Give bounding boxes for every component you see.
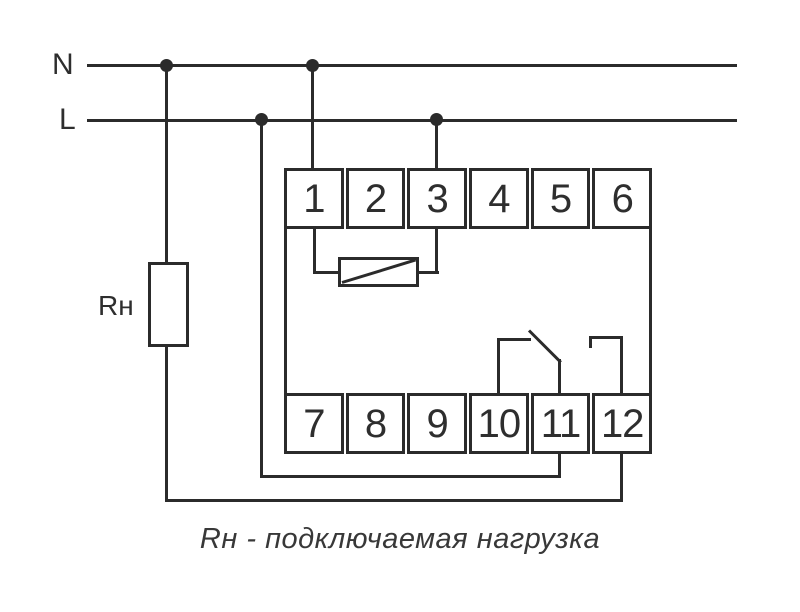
terminal-5: 5	[530, 168, 591, 229]
wire-coil-to-terminal3	[435, 227, 438, 273]
contact-terminal11-pole	[558, 359, 561, 395]
contact-terminal10-riser	[497, 339, 500, 395]
junction-dot-l-terminal11	[255, 113, 268, 126]
terminal-1: 1	[284, 168, 344, 229]
wire-terminal11-down	[558, 451, 561, 478]
terminal-9: 9	[407, 393, 468, 454]
wire-n-to-terminal1	[311, 65, 314, 171]
wire-terminal11-to-phase	[260, 475, 561, 478]
wire-terminal1-to-coil	[313, 227, 316, 273]
wire-n-to-load-top	[165, 65, 168, 264]
load-resistor-label: Rн	[98, 290, 134, 321]
contact-terminal12-hook	[589, 336, 592, 348]
terminal-row-bottom: 7 8 9 10 11 12	[284, 393, 653, 454]
contact-blade-diagonal	[527, 329, 562, 364]
terminal-2: 2	[345, 168, 406, 229]
wire-l-down	[260, 120, 263, 478]
neutral-line-label: N	[52, 48, 74, 81]
device-case-left-edge	[284, 168, 287, 454]
load-resistor	[148, 262, 189, 347]
wire-coil-left-stub	[313, 271, 341, 274]
diagram-caption: Rн - подключаемая нагрузка	[199, 523, 601, 555]
contact-terminal10-fixed	[497, 338, 531, 341]
junction-dot-l-terminal3	[430, 113, 443, 126]
wire-l-to-terminal3	[435, 120, 438, 172]
wire-load-bottom	[165, 345, 168, 502]
terminal-11: 11	[530, 393, 591, 454]
contact-terminal12-fixed	[589, 336, 623, 339]
device-case-right-edge	[649, 168, 652, 454]
terminal-6: 6	[592, 168, 653, 229]
wire-terminal12-to-load	[165, 499, 623, 502]
terminal-4: 4	[469, 168, 529, 229]
terminal-row-top: 1 2 3 4 5 6	[284, 168, 653, 229]
terminal-10: 10	[469, 393, 529, 454]
terminal-12: 12	[592, 393, 653, 454]
neutral-power-line	[87, 64, 737, 67]
terminal-8: 8	[345, 393, 406, 454]
contact-terminal12-riser	[620, 337, 623, 395]
line-phase-label: L	[59, 103, 76, 136]
terminal-3: 3	[407, 168, 468, 229]
wire-terminal12-down	[620, 451, 623, 502]
wire-coil-right-stub	[416, 271, 439, 274]
phase-power-line	[87, 119, 737, 122]
terminal-7: 7	[284, 393, 344, 454]
